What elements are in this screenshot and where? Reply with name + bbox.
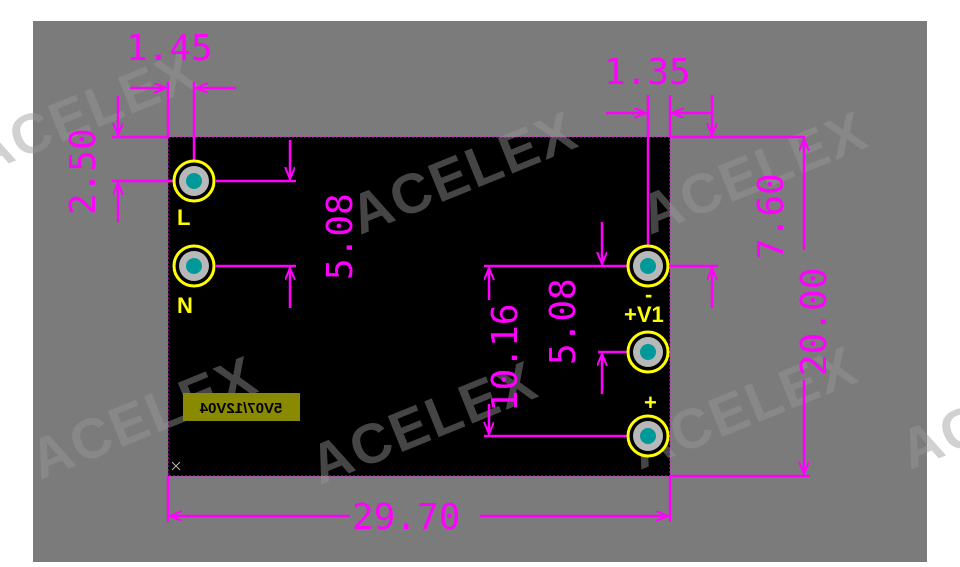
dim-1-35: 1.35 [604, 52, 691, 93]
pad-v1 [626, 330, 670, 374]
pad-l [172, 159, 216, 203]
pad-n [172, 244, 216, 288]
pin-label-n: N [177, 293, 193, 318]
part-marking: 5V07/12V04 [199, 400, 282, 417]
pin-label-minus: - [645, 282, 652, 307]
dim-right-5-08: 5.08 [543, 278, 584, 365]
dim-left-5-08: 5.08 [320, 193, 361, 280]
dim-29-70: 29.70 [352, 497, 460, 538]
dimension-lines [112, 82, 810, 522]
pin-label-plus: + [644, 390, 657, 415]
pin-label-l: L [177, 205, 190, 230]
origin-mark [171, 461, 181, 471]
pad-minus [626, 244, 670, 288]
pin-label-v1: +V1 [624, 302, 664, 327]
dim-20-00: 20.00 [794, 268, 835, 376]
dim-1-45: 1.45 [126, 28, 213, 69]
dim-7-60: 7.60 [751, 173, 792, 260]
pads [172, 159, 670, 458]
part-marking-box [183, 393, 300, 421]
dim-10-16: 10.16 [485, 304, 526, 412]
pad-plus [626, 414, 670, 458]
dim-2-50: 2.50 [63, 128, 104, 215]
